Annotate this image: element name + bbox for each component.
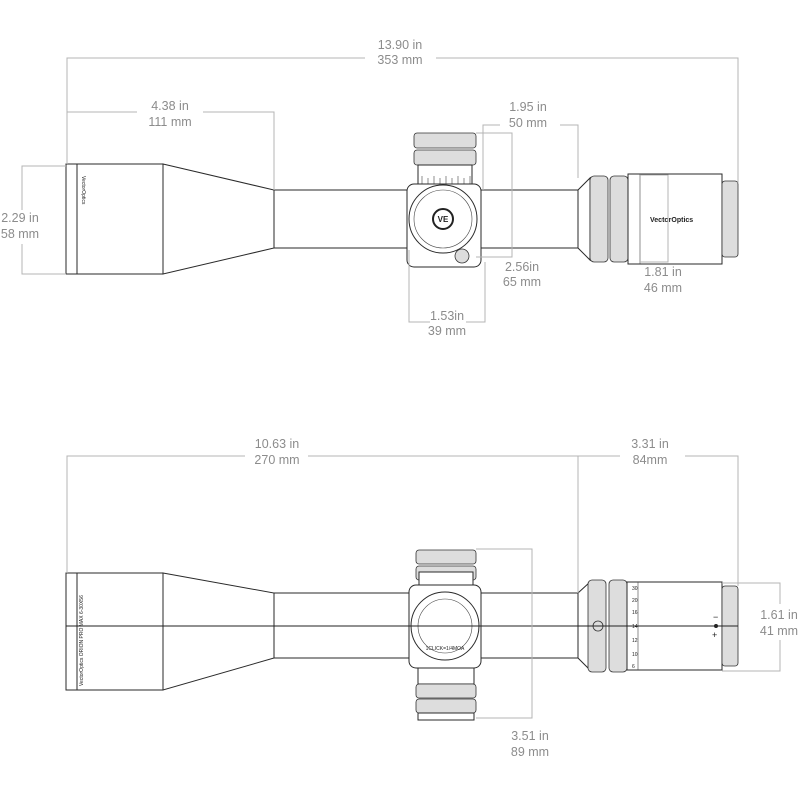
svg-text:111 mm: 111 mm bbox=[148, 115, 191, 129]
objective-cap-text: VectorOptics bbox=[80, 176, 86, 205]
objective-bell bbox=[76, 163, 164, 275]
bottom-turret bbox=[415, 665, 477, 721]
objective-cap bbox=[65, 163, 78, 275]
objective-cap bbox=[65, 572, 78, 691]
elevation-turret bbox=[413, 132, 477, 185]
minus-mark: − bbox=[713, 612, 718, 622]
power-marks: 6 10 12 14 16 20 30 bbox=[632, 586, 638, 670]
magnification-ring bbox=[589, 175, 609, 263]
svg-text:2.56in: 2.56in bbox=[505, 260, 539, 274]
objective-taper bbox=[162, 163, 275, 275]
objective-taper bbox=[162, 572, 275, 691]
svg-text:65 mm: 65 mm bbox=[503, 275, 541, 289]
dimension-turret-width: 1.53in 39 mm bbox=[408, 250, 486, 338]
brand-logo-icon bbox=[432, 208, 454, 230]
svg-text:13.90 in: 13.90 in bbox=[378, 38, 423, 52]
dimension-eye-relief-length: 3.31 in 84mm bbox=[631, 437, 739, 586]
svg-text:30: 30 bbox=[632, 586, 638, 592]
svg-text:3.51 in: 3.51 in bbox=[511, 729, 549, 743]
svg-text:3.31 in: 3.31 in bbox=[631, 437, 669, 451]
svg-text:6: 6 bbox=[632, 664, 635, 670]
svg-text:50 mm: 50 mm bbox=[509, 116, 547, 130]
parallax-lock-knob bbox=[454, 248, 470, 264]
dimension-ocular-diameter: 1.61 in 41 mm bbox=[722, 582, 798, 672]
dimension-eyepiece-diameter: 1.81 in 46 mm bbox=[640, 174, 682, 295]
eyepiece-brand-text: VectorOptics bbox=[650, 217, 693, 224]
svg-text:2.29 in: 2.29 in bbox=[1, 211, 39, 225]
model-text: VectorOptics ORION PRO MAX 6-30X56 bbox=[79, 595, 85, 686]
svg-text:1.95 in: 1.95 in bbox=[509, 100, 547, 114]
svg-text:84mm: 84mm bbox=[633, 453, 668, 467]
turret-click-text: 1CLICK=1/4MOA bbox=[426, 646, 465, 652]
svg-text:10: 10 bbox=[632, 652, 638, 658]
svg-text:46 mm: 46 mm bbox=[644, 281, 682, 295]
dimension-turret-height: 3.51 in 89 mm bbox=[476, 548, 549, 759]
svg-text:1.53in: 1.53in bbox=[430, 309, 464, 323]
plus-mark: + bbox=[712, 630, 717, 640]
eyepiece-body bbox=[627, 173, 723, 265]
dimension-overall-length: 13.90 in 353 mm bbox=[66, 38, 739, 183]
diopter-ring bbox=[721, 180, 739, 258]
svg-text:14: 14 bbox=[632, 624, 638, 630]
svg-text:10.63 in: 10.63 in bbox=[255, 437, 300, 451]
svg-text:58 mm: 58 mm bbox=[1, 227, 39, 241]
svg-text:41 mm: 41 mm bbox=[760, 624, 798, 638]
main-tube-front bbox=[273, 189, 411, 249]
svg-text:VE: VE bbox=[438, 215, 449, 224]
main-tube-rear bbox=[480, 189, 586, 249]
svg-text:20: 20 bbox=[632, 598, 638, 604]
dimension-objective-diameter: 2.29 in 58 mm bbox=[1, 165, 66, 275]
dimension-turret-height: 2.56in 65 mm bbox=[476, 132, 541, 289]
scope-top-view: VectorOptics VE VectorOptics bbox=[65, 132, 739, 275]
svg-text:12: 12 bbox=[632, 638, 638, 644]
svg-text:270 mm: 270 mm bbox=[254, 453, 299, 467]
objective-bell bbox=[76, 572, 164, 691]
dimension-objective-bell-length: 4.38 in 111 mm bbox=[67, 99, 275, 190]
svg-text:1.81 in: 1.81 in bbox=[644, 265, 682, 279]
svg-text:353 mm: 353 mm bbox=[377, 53, 422, 67]
svg-text:4.38 in: 4.38 in bbox=[151, 99, 189, 113]
elevation-turret bbox=[415, 549, 477, 587]
scope-side-view: VectorOptics ORION PRO MAX 6-30X56 1CLIC… bbox=[65, 549, 739, 721]
svg-text:39 mm: 39 mm bbox=[428, 324, 466, 338]
svg-text:89 mm: 89 mm bbox=[511, 745, 549, 759]
svg-text:16: 16 bbox=[632, 610, 638, 616]
eyepiece-flare bbox=[577, 176, 591, 262]
dimension-front-length: 10.63 in 270 mm bbox=[66, 437, 620, 593]
dimension-mount-gap: 1.95 in 50 mm bbox=[482, 100, 579, 190]
svg-text:1.61 in: 1.61 in bbox=[760, 608, 798, 622]
